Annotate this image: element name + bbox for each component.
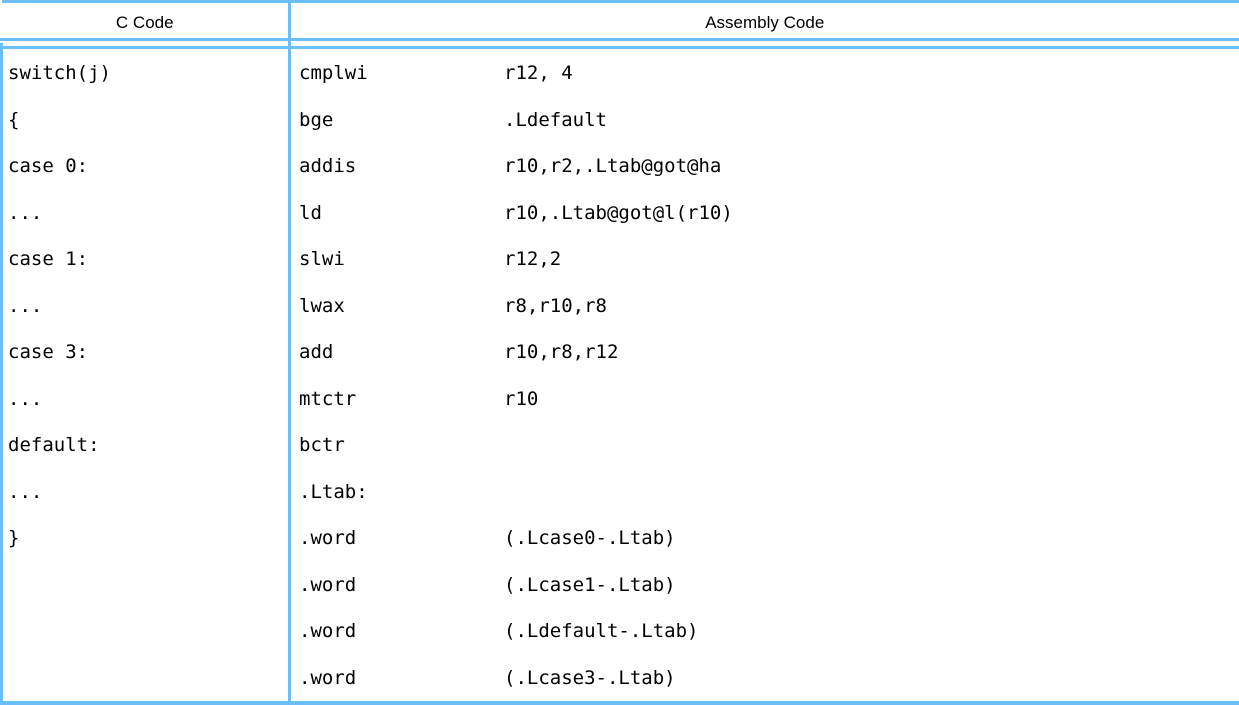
assembly-mnemonic: add: [299, 329, 504, 376]
c-code-line: switch(j): [8, 50, 288, 97]
assembly-mnemonic: ld: [299, 190, 504, 237]
assembly-mnemonic: bge: [299, 97, 504, 144]
c-code-line: case 1:: [8, 236, 288, 283]
header-rule-upper: [0, 38, 1239, 41]
assembly-code-line: .word(.Lcase3-.Ltab): [299, 655, 1239, 702]
assembly-mnemonic: .Ltab:: [299, 469, 504, 516]
assembly-code-line: .word(.Lcase0-.Ltab): [299, 515, 1239, 562]
assembly-operand: r10,r8,r12: [504, 329, 618, 376]
assembly-mnemonic: lwax: [299, 283, 504, 330]
table-row: switch(j){case 0:...case 1:...case 3:...…: [2, 43, 1239, 703]
assembly-operand: .Ldefault: [504, 97, 607, 144]
assembly-code-line: .word(.Ldefault-.Ltab): [299, 608, 1239, 655]
assembly-mnemonic: cmplwi: [299, 50, 504, 97]
assembly-operand: r12, 4: [504, 50, 573, 97]
c-code-line-list: switch(j){case 0:...case 1:...case 3:...…: [3, 43, 288, 562]
c-code-line: case 0:: [8, 143, 288, 190]
assembly-code-line: .Ltab:: [299, 469, 1239, 516]
c-code-line: ...: [8, 190, 288, 237]
cell-c-code: switch(j){case 0:...case 1:...case 3:...…: [2, 43, 290, 703]
assembly-mnemonic: .word: [299, 515, 504, 562]
column-header-assembly-code: Assembly Code: [290, 2, 1239, 44]
assembly-code-line: bctr: [299, 422, 1239, 469]
assembly-mnemonic: mtctr: [299, 376, 504, 423]
header-rule-lower: [0, 46, 1239, 49]
assembly-code-line: .word(.Lcase1-.Ltab): [299, 562, 1239, 609]
assembly-operand: (.Lcase1-.Ltab): [504, 562, 676, 609]
assembly-operand: r10: [504, 376, 538, 423]
c-code-line: ...: [8, 376, 288, 423]
c-code-line: }: [8, 515, 288, 562]
c-code-line: ...: [8, 283, 288, 330]
assembly-mnemonic: .word: [299, 562, 504, 609]
assembly-operand: r8,r10,r8: [504, 283, 607, 330]
c-code-line: {: [8, 97, 288, 144]
assembly-code-line: bge.Ldefault: [299, 97, 1239, 144]
c-code-line: ...: [8, 469, 288, 516]
assembly-mnemonic: bctr: [299, 422, 504, 469]
assembly-operand: (.Ldefault-.Ltab): [504, 608, 698, 655]
assembly-operand: r10,.Ltab@got@l(r10): [504, 190, 733, 237]
assembly-operand: r10,r2,.Ltab@got@ha: [504, 143, 721, 190]
column-header-c-code: C Code: [2, 2, 290, 44]
c-code-line: case 3:: [8, 329, 288, 376]
header-row: C Code Assembly Code: [2, 2, 1239, 44]
assembly-operand: (.Lcase0-.Ltab): [504, 515, 676, 562]
assembly-mnemonic: .word: [299, 608, 504, 655]
assembly-mnemonic: addis: [299, 143, 504, 190]
table-body: switch(j){case 0:...case 1:...case 3:...…: [2, 43, 1239, 703]
table-header: C Code Assembly Code: [2, 2, 1239, 44]
assembly-operand: r12,2: [504, 236, 561, 283]
c-code-line: default:: [8, 422, 288, 469]
assembly-mnemonic: slwi: [299, 236, 504, 283]
assembly-operand: (.Lcase3-.Ltab): [504, 655, 676, 702]
assembly-mnemonic: .word: [299, 655, 504, 702]
